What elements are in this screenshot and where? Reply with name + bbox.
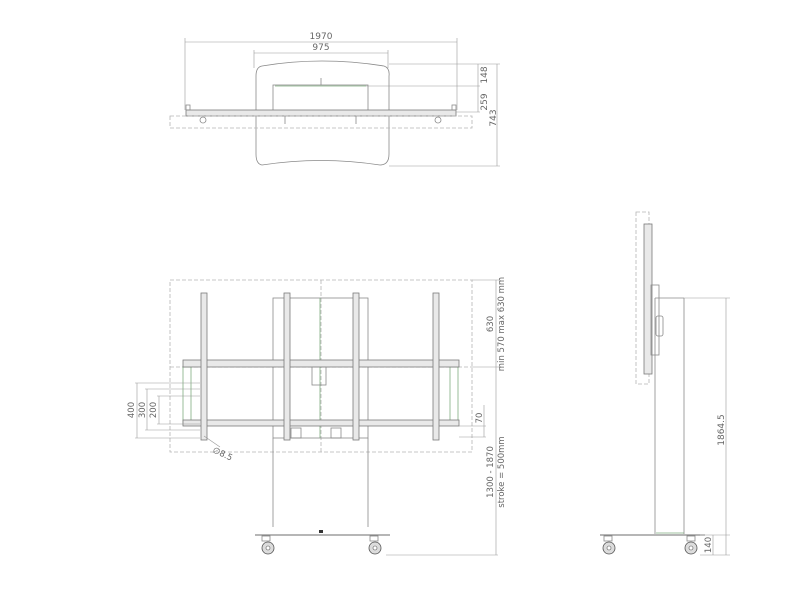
front-view: 400 300 200 ∅8.5 630 min 570 max 630 mm … (127, 277, 507, 556)
side-caster-right (684, 535, 698, 555)
dim-height-adjust: 1300 - 1870 (486, 446, 496, 498)
dim-743: 743 (489, 109, 499, 126)
dim-70: 70 (475, 413, 485, 424)
caster-wheel-left (261, 535, 275, 555)
dim-259: 259 (480, 93, 490, 110)
dim-630: 630 (486, 316, 496, 332)
dim-1970: 1970 (310, 32, 333, 42)
dim-1864-5: 1864.5 (717, 414, 727, 446)
dim-140: 140 (704, 537, 714, 553)
stroke-note: stroke = 500mm (497, 436, 507, 507)
side-caster-left (602, 535, 616, 555)
height-range-note: min 570 max 630 mm (497, 277, 507, 371)
side-view: 1864.5 140 (600, 211, 730, 556)
dim-hole-diameter: ∅8.5 (211, 446, 234, 464)
dim-vesa-400: 400 (127, 402, 137, 418)
dim-148: 148 (480, 66, 490, 83)
dim-vesa-300: 300 (138, 402, 148, 418)
dim-vesa-200: 200 (149, 402, 159, 418)
top-view: 1970 975 148 259 743 (169, 32, 500, 167)
dim-975: 975 (312, 43, 329, 53)
caster-wheel-right (368, 535, 382, 555)
